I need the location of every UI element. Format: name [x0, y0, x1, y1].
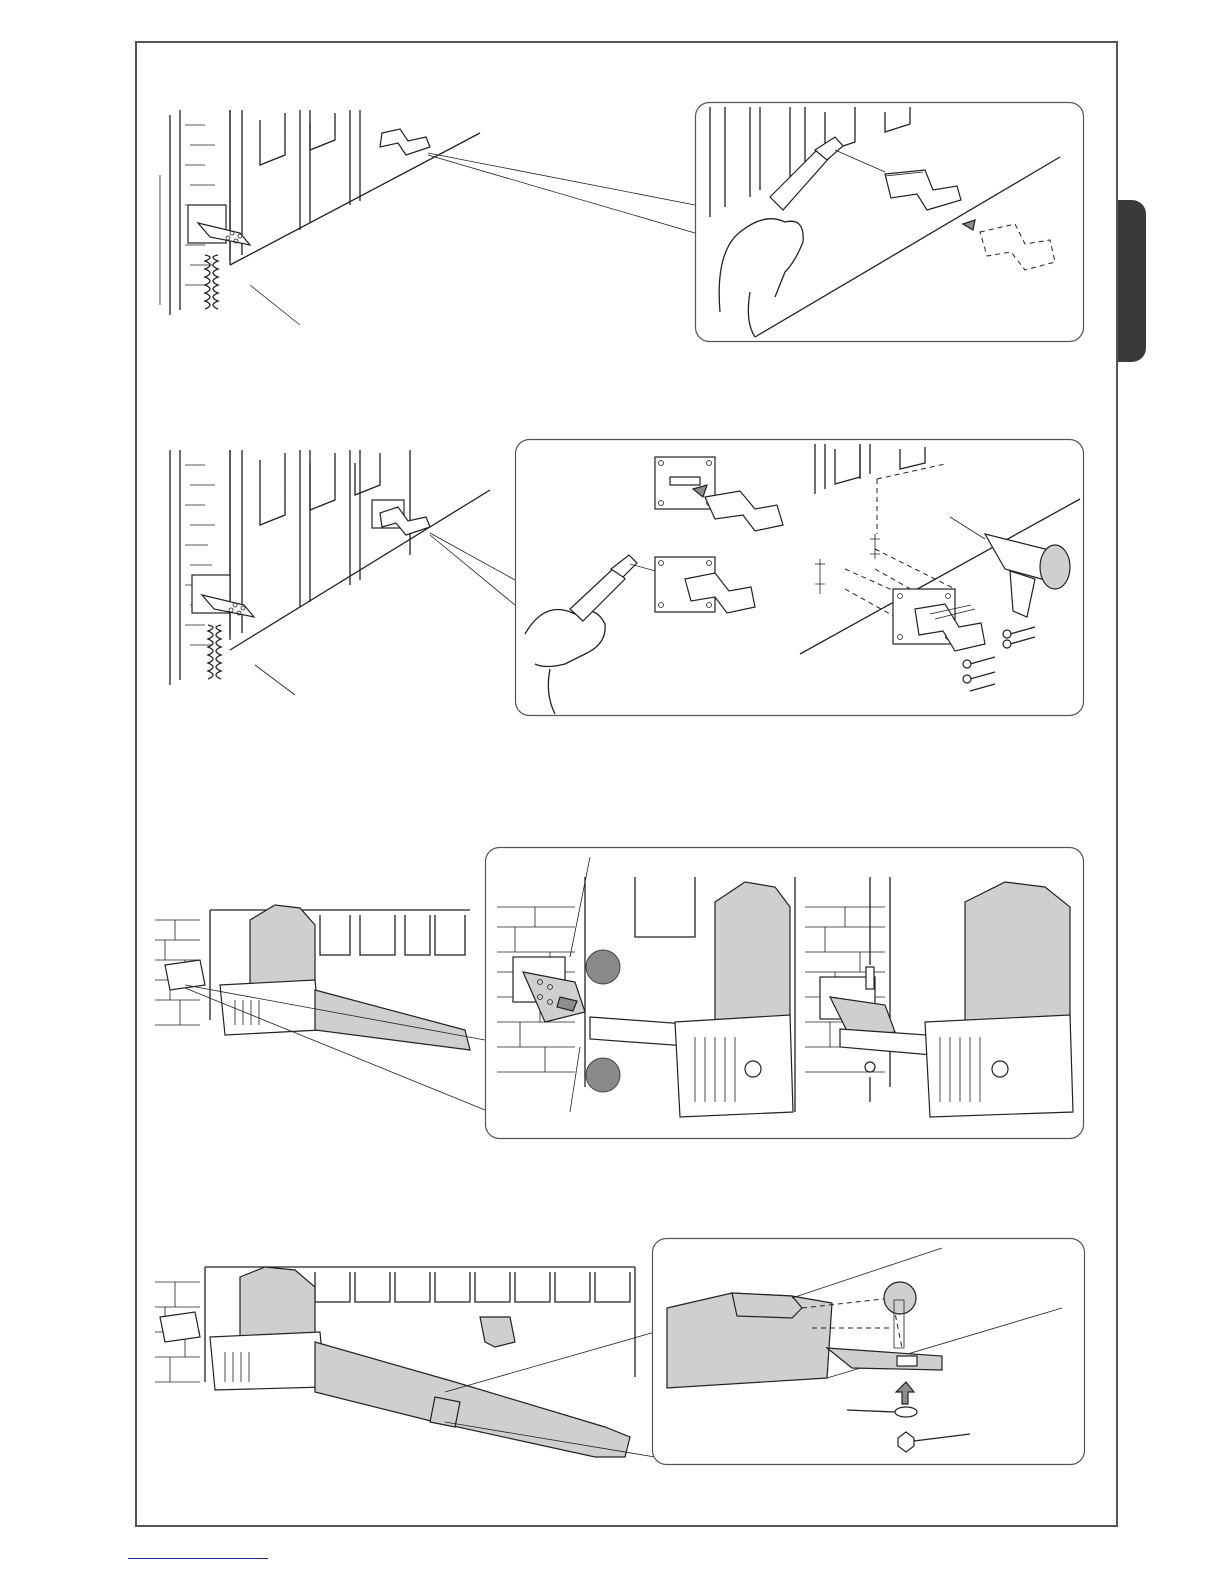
- step-3-detail: [485, 847, 1085, 1140]
- step-2-scene: [150, 445, 495, 695]
- nut-icon: [865, 1062, 875, 1072]
- step-2-detail: [515, 439, 1085, 717]
- screw-icon: [866, 967, 874, 989]
- section-side-tab: [1118, 200, 1146, 362]
- callout-circle-icon: [586, 950, 620, 984]
- callout-circle-icon: [586, 1058, 620, 1092]
- gate-arm-bracket: [480, 1317, 515, 1347]
- gate-leaf: [230, 110, 480, 325]
- washer-icon: [895, 1407, 917, 1417]
- operator-motor: [220, 905, 470, 1050]
- step-1-detail: [695, 102, 1085, 342]
- operator-arm: [315, 1342, 630, 1457]
- gate-leaf: [230, 450, 490, 695]
- post-bracket: [165, 960, 205, 990]
- footer-rule: [128, 1558, 268, 1559]
- step-3-scene: [155, 900, 485, 1060]
- post-bracket: [160, 1312, 200, 1342]
- flex-conduit: [208, 625, 221, 679]
- step-4-scene: [155, 1262, 645, 1462]
- step-1-scene: [150, 105, 490, 335]
- post-bracket: [188, 205, 250, 245]
- operator-motor: [210, 1267, 325, 1390]
- flex-conduit: [205, 255, 218, 309]
- brick-post: [170, 450, 230, 685]
- gate-bracket: [380, 129, 430, 155]
- step-4-detail: [652, 1238, 1086, 1466]
- post-bracket: [192, 575, 254, 617]
